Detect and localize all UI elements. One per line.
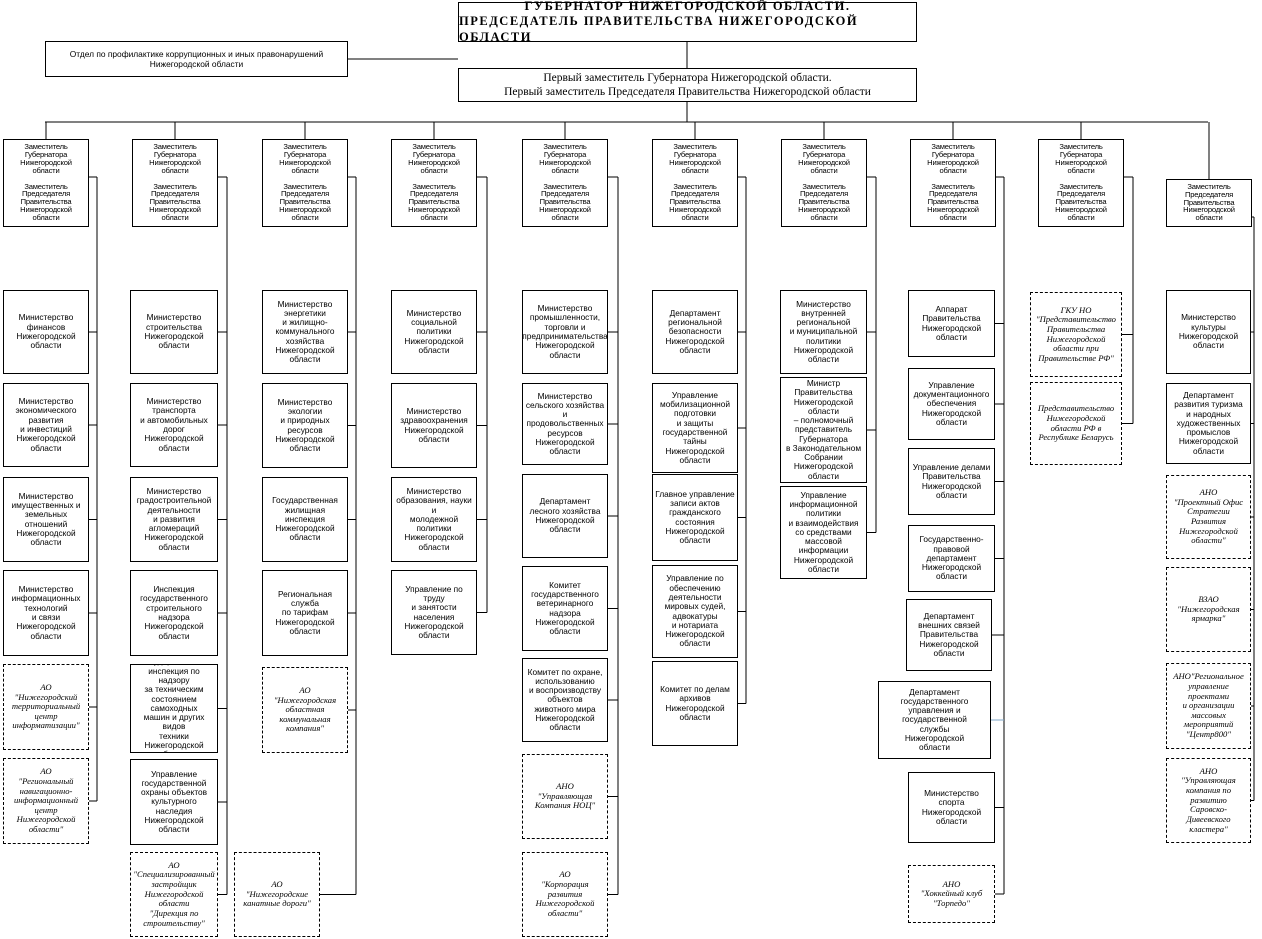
governor-box: ГУБЕРНАТОР НИЖЕГОРОДСКОЙ ОБЛАСТИ. ПРЕДСЕ…: [458, 0, 917, 44]
department-box-2-1: Министерство строительства Нижегородской…: [130, 290, 218, 374]
department-box-1-4: Министерство информационных технологий и…: [3, 570, 89, 656]
organization-box-8-8: АНО "Хоккейный клуб "Торпедо": [908, 865, 995, 923]
department-box-2-4: Инспекция государственного строительного…: [130, 570, 218, 656]
department-box-7-2: Министр Правительства Нижегородской обла…: [780, 377, 867, 483]
deputy-box-4: Заместитель Губернатора Нижегородской об…: [391, 139, 477, 227]
organization-box-5-6: АНО "Управляющая Компания НОЦ": [522, 754, 608, 839]
organization-box-1-5: АО "Нижегородский территориальный центр …: [3, 664, 89, 750]
department-box-8-2: Управление документационного обеспечения…: [908, 368, 995, 440]
department-box-2-2: Министерство транспорта и автомобильных …: [130, 383, 218, 467]
deputy-box-5: Заместитель Губернатора Нижегородской об…: [522, 139, 608, 227]
deputy-box-2: Заместитель Губернатора Нижегородской об…: [132, 139, 218, 227]
organization-box-10-6: АНО "Управляющая компания по развитию Са…: [1166, 758, 1251, 843]
deputy-box-9: Заместитель Губернатора Нижегородской об…: [1038, 139, 1124, 227]
first-deputy-line2: Первый заместитель Председателя Правител…: [504, 86, 871, 98]
department-box-3-4: Региональная служба по тарифам Нижегород…: [262, 570, 348, 656]
organization-box-9-1: ГКУ НО "Представительство Правительства …: [1030, 292, 1122, 377]
first-deputy-line1: Первый заместитель Губернатора Нижегород…: [543, 71, 832, 84]
department-box-5-2: Министерство сельского хозяйства и продо…: [522, 383, 608, 465]
organization-box-3-5: АО "Нижегородская областная коммунальная…: [262, 667, 348, 753]
anticorruption-line1: Отдел по профилактике коррупционных и ин…: [69, 48, 324, 59]
department-box-8-6: Департамент государственного управления …: [878, 681, 991, 759]
department-box-5-3: Департамент лесного хозяйства Нижегородс…: [522, 474, 608, 558]
organization-box-10-4: ВЗАО "Нижегородская ярмарка": [1166, 567, 1251, 652]
department-box-3-1: Министерство энергетики и жилищно- комму…: [262, 290, 348, 374]
department-box-4-4: Управление по труду и занятости населени…: [391, 570, 477, 655]
department-box-6-3: Главное управление записи актов гражданс…: [652, 474, 738, 561]
first-deputy-box: Первый заместитель Губернатора Нижегород…: [458, 68, 917, 102]
organization-box-9-2: Представительство Нижегородской области …: [1030, 382, 1122, 465]
governor-title: ГУБЕРНАТОР НИЖЕГОРОДСКОЙ ОБЛАСТИ.: [524, 0, 851, 13]
department-box-2-5: Государственная инспекция по надзору за …: [130, 664, 218, 753]
department-box-1-3: Министерство имущественных и земельных о…: [3, 477, 89, 562]
department-box-8-3: Управление делами Правительства Нижегоро…: [908, 448, 995, 515]
department-box-4-2: Министерство здравоохранения Нижегородск…: [391, 383, 477, 468]
deputy-box-8: Заместитель Губернатора Нижегородской об…: [910, 139, 996, 227]
deputy-box-6: Заместитель Губернатора Нижегородской об…: [652, 139, 738, 227]
department-box-4-3: Министерство образования, науки и молоде…: [391, 477, 477, 562]
department-box-10-1: Министерство культуры Нижегородской обла…: [1166, 290, 1251, 374]
department-box-7-3: Управление информационной политики и вза…: [780, 486, 867, 579]
anticorruption-department-box: Отдел по профилактике коррупционных и ин…: [45, 41, 348, 77]
department-box-10-2: Департамент развития туризма и народных …: [1166, 383, 1251, 464]
deputy-box-3: Заместитель Губернатора Нижегородской об…: [262, 139, 348, 227]
department-box-4-1: Министерство социальной политики Нижегор…: [391, 290, 477, 374]
department-box-3-2: Министерство экологии и природных ресурс…: [262, 383, 348, 468]
department-box-3-3: Государственная жилищная инспекция Нижег…: [262, 477, 348, 562]
organization-box-10-5: АНО"Региональное управление проектами и …: [1166, 663, 1251, 749]
department-box-5-1: Министерство промышленности, торговли и …: [522, 290, 608, 374]
department-box-2-6: Управление государственной охраны объект…: [130, 759, 218, 845]
organization-box-3-6: АО "Нижегородские канатные дороги": [234, 852, 320, 937]
department-box-6-5: Комитет по делам архивов Нижегородской о…: [652, 661, 738, 746]
department-box-6-4: Управление по обеспечению деятельности м…: [652, 565, 738, 658]
department-box-1-2: Министерство экономического развития и и…: [3, 383, 89, 467]
department-box-6-1: Департамент региональной безопасности Ни…: [652, 290, 738, 374]
department-box-5-5: Комитет по охране, использованию и воспр…: [522, 658, 608, 742]
organization-box-10-3: АНО "Проектный Офис Стратегии Развития Н…: [1166, 475, 1251, 559]
department-box-8-1: Аппарат Правительства Нижегородской обла…: [908, 290, 995, 357]
deputy-box-10: Заместитель Председателя Правительства Н…: [1166, 179, 1252, 227]
department-box-6-2: Управление мобилизационной подготовки и …: [652, 383, 738, 473]
organization-box-5-7: АО "Корпорация развития Нижегородской об…: [522, 852, 608, 937]
chairman-title: ПРЕДСЕДАТЕЛЬ ПРАВИТЕЛЬСТВА НИЖЕГОРОДСКОЙ…: [459, 14, 859, 44]
deputy-box-1: Заместитель Губернатора Нижегородской об…: [3, 139, 89, 227]
anticorruption-line2: Нижегородской области: [149, 59, 244, 69]
deputy-box-7: Заместитель Губернатора Нижегородской об…: [781, 139, 867, 227]
department-box-8-7: Министерство спорта Нижегородской област…: [908, 772, 995, 843]
department-box-8-5: Департамент внешних связей Правительства…: [906, 599, 992, 671]
department-box-2-3: Министерство градостроительной деятельно…: [130, 477, 218, 562]
department-box-8-4: Государственно- правовой департамент Ниж…: [908, 525, 995, 592]
department-box-7-1: Министерство внутренней региональной и м…: [780, 290, 867, 374]
department-box-5-4: Комитет государственного ветеринарного н…: [522, 566, 608, 651]
organization-box-2-7: АО "Специализированный застройщик Нижего…: [130, 852, 218, 937]
department-box-1-1: Министерство финансов Нижегородской обла…: [3, 290, 89, 374]
organization-box-1-6: АО "Региональный навигационно- информаци…: [3, 758, 89, 844]
